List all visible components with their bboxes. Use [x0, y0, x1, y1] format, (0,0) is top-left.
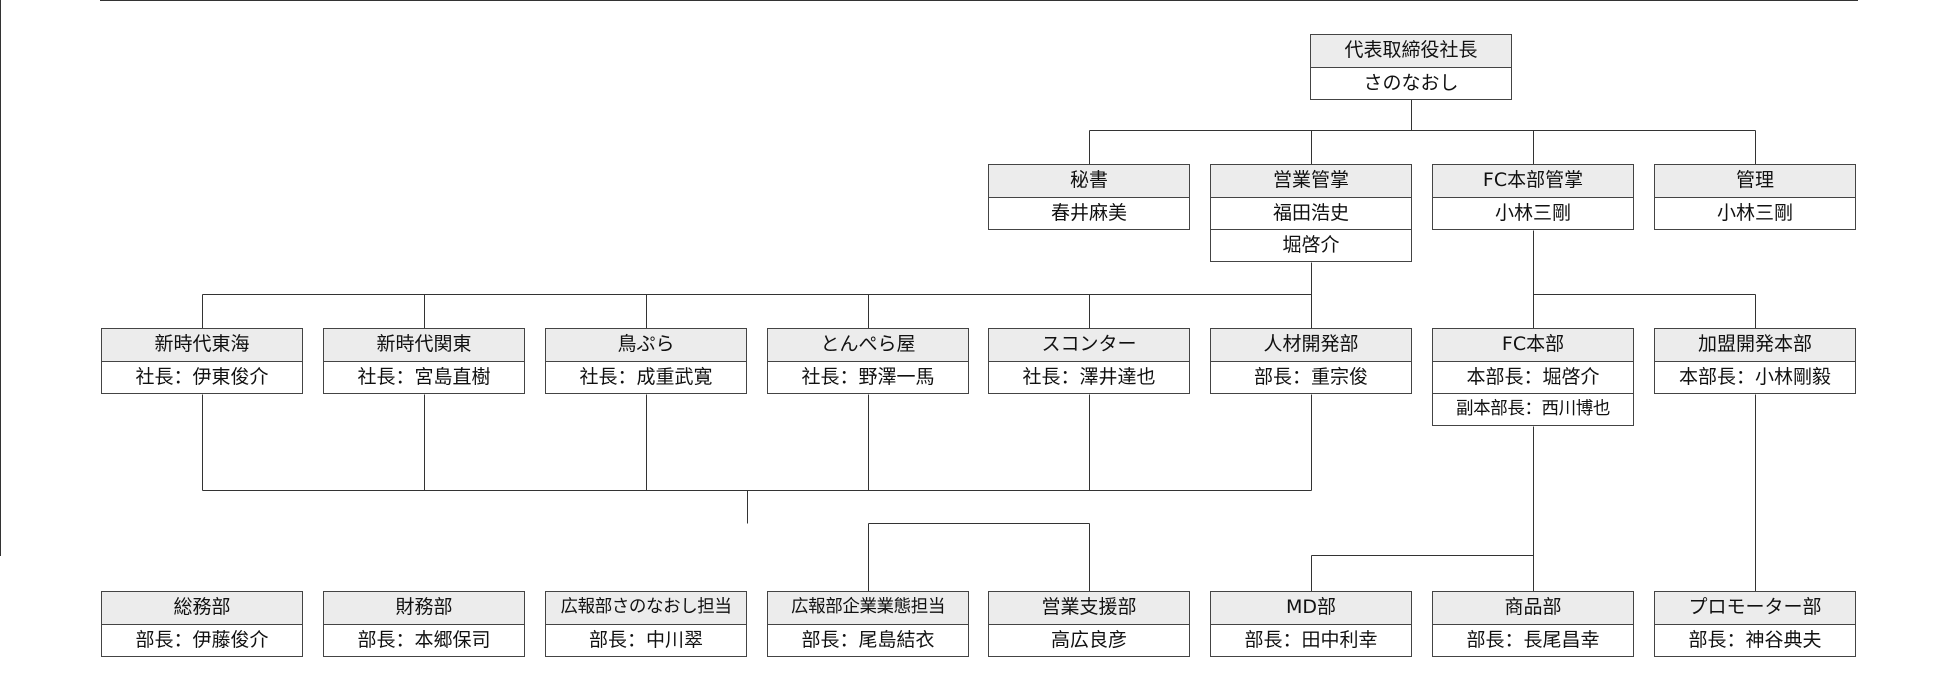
org-node-general-affairs: 総務部部長：伊藤俊介	[101, 591, 303, 657]
node-person: 社長：伊東俊介	[102, 361, 302, 393]
node-person: 堀啓介	[1211, 229, 1411, 261]
node-person: 小林三剛	[1433, 197, 1633, 229]
node-title: 鳥ぷら	[546, 329, 746, 361]
org-node-promoter: プロモーター部部長：神谷典夫	[1654, 591, 1856, 657]
node-title: 広報部さのなおし担当	[546, 592, 746, 624]
node-person: 部長：重宗俊	[1211, 361, 1411, 393]
node-person: 社長：成重武寛	[546, 361, 746, 393]
node-title: 総務部	[102, 592, 302, 624]
org-node-admin: 管理小林三剛	[1654, 164, 1856, 230]
node-person: 部長：伊藤俊介	[102, 624, 302, 656]
org-node-tonpeira: とんぺら屋社長：野澤一馬	[767, 328, 969, 394]
node-title: 新時代東海	[102, 329, 302, 361]
node-title: 管理	[1655, 165, 1855, 197]
node-title: 秘書	[989, 165, 1189, 197]
org-node-shinjidai-tokai: 新時代東海社長：伊東俊介	[101, 328, 303, 394]
node-person: 部長：神谷典夫	[1655, 624, 1855, 656]
node-title: スコンター	[989, 329, 1189, 361]
node-title: 新時代関東	[324, 329, 524, 361]
org-node-hr-dev: 人材開発部部長：重宗俊	[1210, 328, 1412, 394]
org-node-sales-mgmt: 営業管掌福田浩史堀啓介	[1210, 164, 1412, 262]
node-person: 社長：野澤一馬	[768, 361, 968, 393]
org-node-pr-sano: 広報部さのなおし担当部長：中川翠	[545, 591, 747, 657]
node-title: 人材開発部	[1211, 329, 1411, 361]
node-title: 代表取締役社長	[1311, 35, 1511, 67]
node-title: 広報部企業業態担当	[768, 592, 968, 624]
node-title: FC本部管掌	[1433, 165, 1633, 197]
node-person: 部長：長尾昌幸	[1433, 624, 1633, 656]
org-node-ceo: 代表取締役社長さのなおし	[1310, 34, 1512, 100]
node-person: 部長：中川翠	[546, 624, 746, 656]
node-person: 春井麻美	[989, 197, 1189, 229]
org-node-md: MD部部長：田中利幸	[1210, 591, 1412, 657]
node-title: 商品部	[1433, 592, 1633, 624]
node-person: 部長：本郷保司	[324, 624, 524, 656]
node-person: 小林三剛	[1655, 197, 1855, 229]
org-node-pr-corp: 広報部企業業態担当部長：尾島結衣	[767, 591, 969, 657]
org-node-fc-hq: FC本部本部長：堀啓介副本部長：西川博也	[1432, 328, 1634, 426]
node-person: 副本部長：西川博也	[1433, 393, 1633, 425]
node-title: 営業支援部	[989, 592, 1189, 624]
org-node-sales-support: 営業支援部高広良彦	[988, 591, 1190, 657]
node-person: 部長：尾島結衣	[768, 624, 968, 656]
node-person: さのなおし	[1311, 67, 1511, 99]
node-person: 社長：澤井達也	[989, 361, 1189, 393]
node-title: 営業管掌	[1211, 165, 1411, 197]
node-title: MD部	[1211, 592, 1411, 624]
org-node-franchise-dev: 加盟開発本部本部長：小林剛毅	[1654, 328, 1856, 394]
node-title: FC本部	[1433, 329, 1633, 361]
node-title: 財務部	[324, 592, 524, 624]
org-node-finance: 財務部部長：本郷保司	[323, 591, 525, 657]
org-node-sukontaa: スコンター社長：澤井達也	[988, 328, 1190, 394]
org-node-toripura: 鳥ぷら社長：成重武寛	[545, 328, 747, 394]
node-person: 高広良彦	[989, 624, 1189, 656]
org-node-products: 商品部部長：長尾昌幸	[1432, 591, 1634, 657]
org-node-shinjidai-kanto: 新時代関東社長：宮島直樹	[323, 328, 525, 394]
node-title: プロモーター部	[1655, 592, 1855, 624]
node-person: 福田浩史	[1211, 197, 1411, 229]
node-person: 本部長：堀啓介	[1433, 361, 1633, 393]
node-title: 加盟開発本部	[1655, 329, 1855, 361]
node-title: とんぺら屋	[768, 329, 968, 361]
node-person: 本部長：小林剛毅	[1655, 361, 1855, 393]
org-node-secretary: 秘書春井麻美	[988, 164, 1190, 230]
node-person: 社長：宮島直樹	[324, 361, 524, 393]
org-node-fc-hq-mgmt: FC本部管掌小林三剛	[1432, 164, 1634, 230]
node-person: 部長：田中利幸	[1211, 624, 1411, 656]
